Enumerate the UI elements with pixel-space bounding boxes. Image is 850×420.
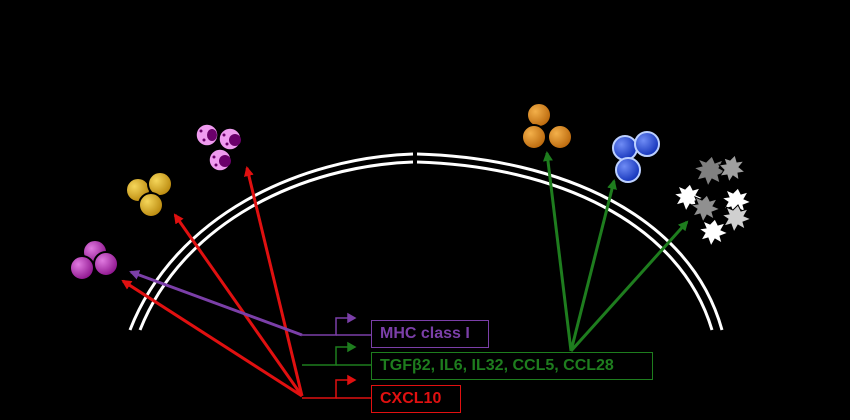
- mhc-arrow: [129, 270, 303, 337]
- cxcl10-label: CXCL10: [371, 385, 461, 413]
- tgf-cytokines-label: TGFβ2, IL6, IL32, CCL5, CCL28: [371, 352, 653, 380]
- tgf-arrows: [542, 151, 689, 353]
- blue-cell-cluster-icon: [612, 131, 660, 183]
- purple-cell-cluster-icon: [69, 239, 119, 281]
- gold-cell-cluster-icon: [125, 171, 173, 218]
- membrane-arc-icon: [128, 152, 724, 331]
- pink-granulocyte-icon: [195, 123, 242, 172]
- cxcl10-arrows: [121, 166, 304, 398]
- mhc-class-i-label: MHC class I: [371, 320, 489, 348]
- dead-cell-debris-icon: [672, 154, 753, 248]
- promoter-arrow-icon: [302, 312, 371, 399]
- orange-cell-cluster-icon: [521, 102, 573, 150]
